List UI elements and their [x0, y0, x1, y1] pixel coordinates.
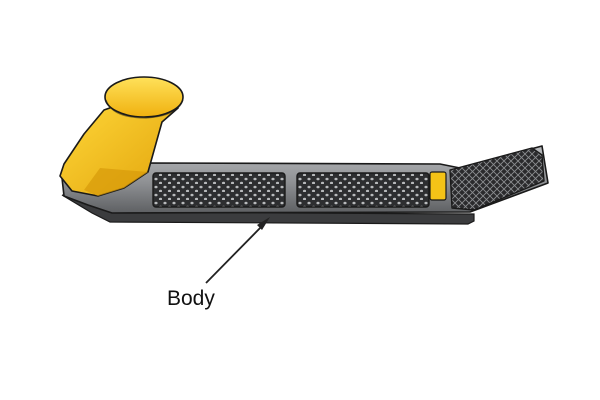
callout-arrow — [205, 217, 270, 284]
rear-handle — [59, 97, 179, 197]
file-blade-front — [296, 172, 430, 208]
file-blade-rear — [152, 172, 286, 208]
rear-handle-shadow — [84, 168, 148, 196]
blade-clip — [429, 171, 447, 201]
handle-cap — [104, 76, 184, 118]
handle-cap-rim — [105, 99, 184, 119]
callout-label-body: Body — [167, 287, 215, 310]
front-toe-mesh — [449, 147, 545, 211]
